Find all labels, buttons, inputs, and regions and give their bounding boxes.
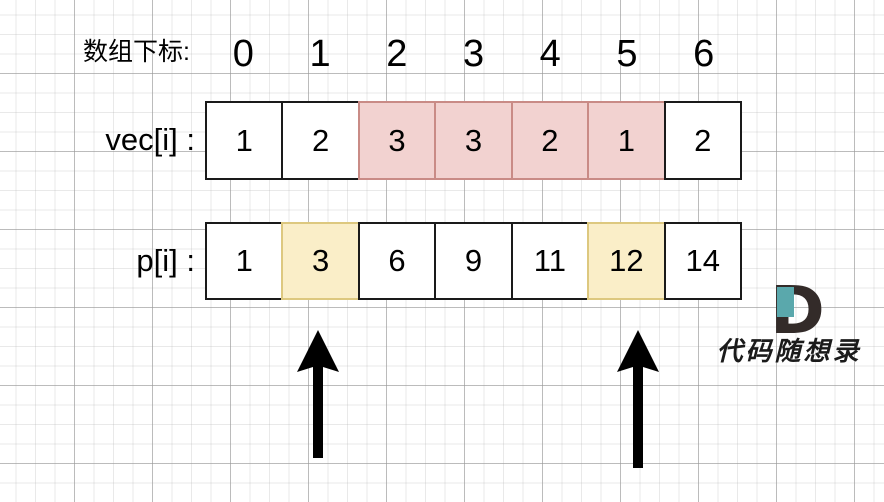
index-label-0: 0 <box>232 33 254 75</box>
index-row-label: 数组下标: <box>83 38 190 66</box>
vec-cell-2: 3 <box>357 101 435 180</box>
array-index-header: 0 1 2 3 4 5 6 <box>205 30 742 78</box>
p-cell-2: 6 <box>357 222 435 300</box>
up-arrow-icon-left <box>295 330 341 458</box>
vec-cell-6: 2 <box>663 101 742 180</box>
index-label-3: 3 <box>462 33 485 75</box>
logo-text: 代码随想录 <box>716 337 862 367</box>
p-array-row: 1 3 6 9 11 12 14 <box>205 222 742 300</box>
p-cell-4: 11 <box>510 222 588 300</box>
index-label-5: 5 <box>616 33 638 75</box>
arrow-shape <box>617 330 659 468</box>
index-label-2: 2 <box>386 33 408 75</box>
arrow-shape <box>297 330 339 458</box>
vec-cell-1: 2 <box>281 101 358 180</box>
vec-cell-0: 1 <box>205 101 282 180</box>
logo-accent-bar <box>777 287 794 317</box>
vec-cell-4: 2 <box>510 101 588 180</box>
vec-row-label: vec[i] : <box>105 122 195 157</box>
p-cell-6: 14 <box>663 222 742 300</box>
vec-array-row: 1 2 3 3 2 1 2 <box>205 101 742 180</box>
watermark-logo: D 代码随想录 <box>688 278 884 368</box>
index-label-1: 1 <box>309 33 331 75</box>
p-cell-5: 12 <box>587 222 664 300</box>
index-label-4: 4 <box>539 33 561 75</box>
p-row-label: p[i] : <box>136 243 195 278</box>
up-arrow-icon-right <box>615 330 661 468</box>
index-label-6: 6 <box>693 33 715 75</box>
p-cell-3: 9 <box>434 222 511 300</box>
p-cell-1: 3 <box>281 222 358 300</box>
vec-cell-3: 3 <box>434 101 511 180</box>
p-cell-0: 1 <box>205 222 282 300</box>
vec-cell-5: 1 <box>587 101 664 180</box>
